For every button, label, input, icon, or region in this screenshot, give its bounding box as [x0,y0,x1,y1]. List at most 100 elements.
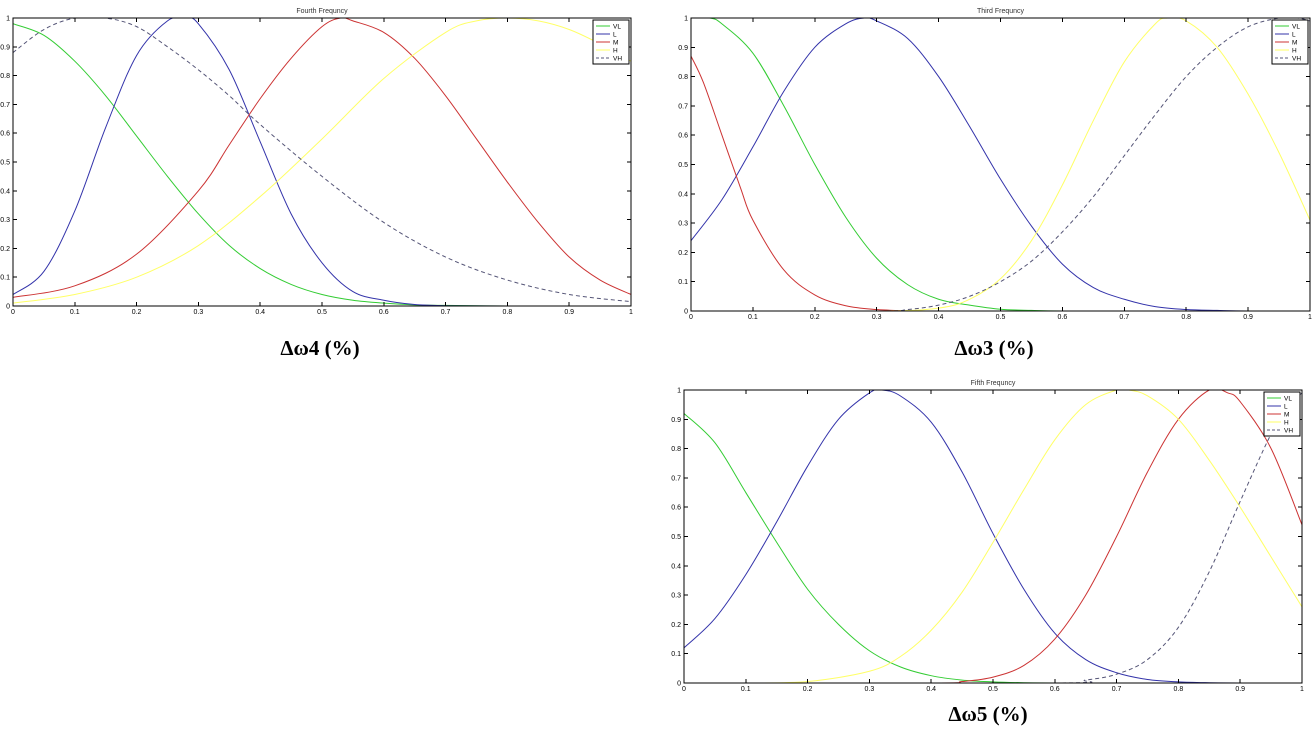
y-tick-label: 0 [677,681,681,688]
series-h-line [13,18,631,304]
y-tick-label: 0.3 [678,221,688,228]
x-tick-label: 0.7 [441,309,451,316]
series-m-line [13,18,631,298]
x-tick-label: 0.4 [934,314,944,321]
y-tick-label: 1 [684,16,688,23]
x-tick-label: 0.6 [1058,314,1068,321]
legend-label-h: H [1284,419,1289,426]
x-tick-label: 0.8 [1181,314,1191,321]
y-tick-label: 0.4 [0,188,10,195]
y-tick-label: 0.5 [671,534,681,541]
plot-frame [683,389,1303,684]
series-vl-line [13,23,631,306]
y-tick-label: 0.6 [671,505,681,512]
x-tick-label: 0.6 [379,309,389,316]
chart-fifth-frequency: Fifth Frequncy 0 0.1 0.2 0.3 0.4 0.5 0.6 0.7 0.8 0… [670,370,1313,693]
legend-label-m: M [613,39,618,46]
y-tick-label: 1 [677,388,681,395]
y-tick-label: 0.3 [671,593,681,600]
x-tick-label: 0.8 [1174,686,1184,693]
x-tick-label: 1 [629,309,633,316]
legend-label-m: M [1292,39,1297,46]
y-tick-label: 0.2 [678,250,688,257]
legend-label-m: M [1284,411,1289,418]
series-vh-line [684,392,1302,683]
y-tick-label: 1 [6,16,10,23]
x-tick-label: 0.4 [926,686,936,693]
y-tick-label: 0.2 [0,246,10,253]
series-vl-line [691,18,1310,311]
y-tick-label: 0.9 [0,44,10,51]
y-tick-label: 0.8 [0,73,10,80]
y-tick-label: 0 [684,309,688,316]
series-h-line [684,390,1302,683]
legend-label-h: H [613,47,618,54]
legend-label-vl: VL [613,23,621,30]
y-tick-label: 0.5 [678,162,688,169]
series-l-line [684,390,1302,683]
legend-label-vl: VL [1292,23,1300,30]
series-vh-line [691,18,1310,311]
y-tick-label: 0.2 [671,622,681,629]
y-tick-label: 0.1 [678,279,688,286]
x-tick-label: 0.6 [1050,686,1060,693]
y-tick-label: 0.8 [678,74,688,81]
y-tick-label: 0.5 [0,160,10,167]
series-vl-line [684,413,1302,683]
x-tick-label: 0.3 [194,309,204,316]
x-tick-label: 0 [682,686,686,693]
series-h-line [691,18,1310,311]
y-tick-label: 0.8 [671,446,681,453]
x-tick-label: 0.5 [996,314,1006,321]
x-tick-label: 0.7 [1119,314,1129,321]
legend-label-vl: VL [1284,395,1292,402]
chart-fifth-frequency-plot: Fifth Frequncy 0 0.1 0.2 0.3 0.4 0.5 0.6 0.7 0.8 0… [671,380,1304,693]
series-l-line [691,18,1310,311]
x-tick-label: 0.2 [803,686,813,693]
x-tick-label: 0.5 [317,309,327,316]
x-tick-label: 0.5 [988,686,998,693]
y-tick-label: 0.4 [678,191,688,198]
y-tick-label: 0 [6,304,10,311]
legend-label-l: L [1292,31,1296,38]
caption-delta-omega-4: Δω4 (%) [280,336,360,360]
x-tick-label: 0.9 [1235,686,1245,693]
y-tick-label: 0.9 [671,417,681,424]
caption-delta-omega-5: Δω5 (%) [948,702,1028,726]
y-tick-label: 0.3 [0,217,10,224]
legend-label-l: L [1284,403,1288,410]
x-tick-label: 0.4 [255,309,265,316]
x-tick-label: 0.3 [865,686,875,693]
legend-label-vh: VH [1292,55,1301,62]
chart-title: Fifth Frequncy [971,380,1016,387]
y-tick-label: 0.1 [0,275,10,282]
x-tick-label: 0 [11,309,15,316]
chart-third-frequency: Third Frequncy 0 0.1 0.2 0.3 0.4 0.5 0.6 0.7 0.8 0… [678,0,1313,321]
y-tick-label: 0.7 [678,103,688,110]
chart-third-frequency-plot: Third Frequncy 0 0.1 0.2 0.3 0.4 0.5 0.6 0.7 0.8 0… [678,8,1312,321]
x-tick-label: 0.2 [132,309,142,316]
y-tick-label: 0.1 [671,651,681,658]
x-tick-label: 0 [689,314,693,321]
x-tick-label: 0.3 [872,314,882,321]
legend-label-l: L [613,31,617,38]
y-tick-label: 0.9 [678,45,688,52]
y-tick-label: 0.6 [0,131,10,138]
y-tick-label: 0.7 [0,102,10,109]
series-l-line [13,18,631,306]
x-tick-label: 0.2 [810,314,820,321]
y-tick-label: 0.4 [671,563,681,570]
series-m-line [691,55,1310,311]
chart-title: Third Frequncy [977,8,1025,15]
series-m-line [684,390,1302,683]
plot-frame [690,17,1311,312]
x-tick-label: 1 [1300,686,1304,693]
legend-label-vh: VH [613,55,622,62]
y-tick-label: 0.7 [671,475,681,482]
x-tick-label: 0.1 [748,314,758,321]
x-tick-label: 1 [1308,314,1312,321]
x-tick-label: 0.7 [1112,686,1122,693]
caption-delta-omega-3: Δω3 (%) [954,336,1034,360]
